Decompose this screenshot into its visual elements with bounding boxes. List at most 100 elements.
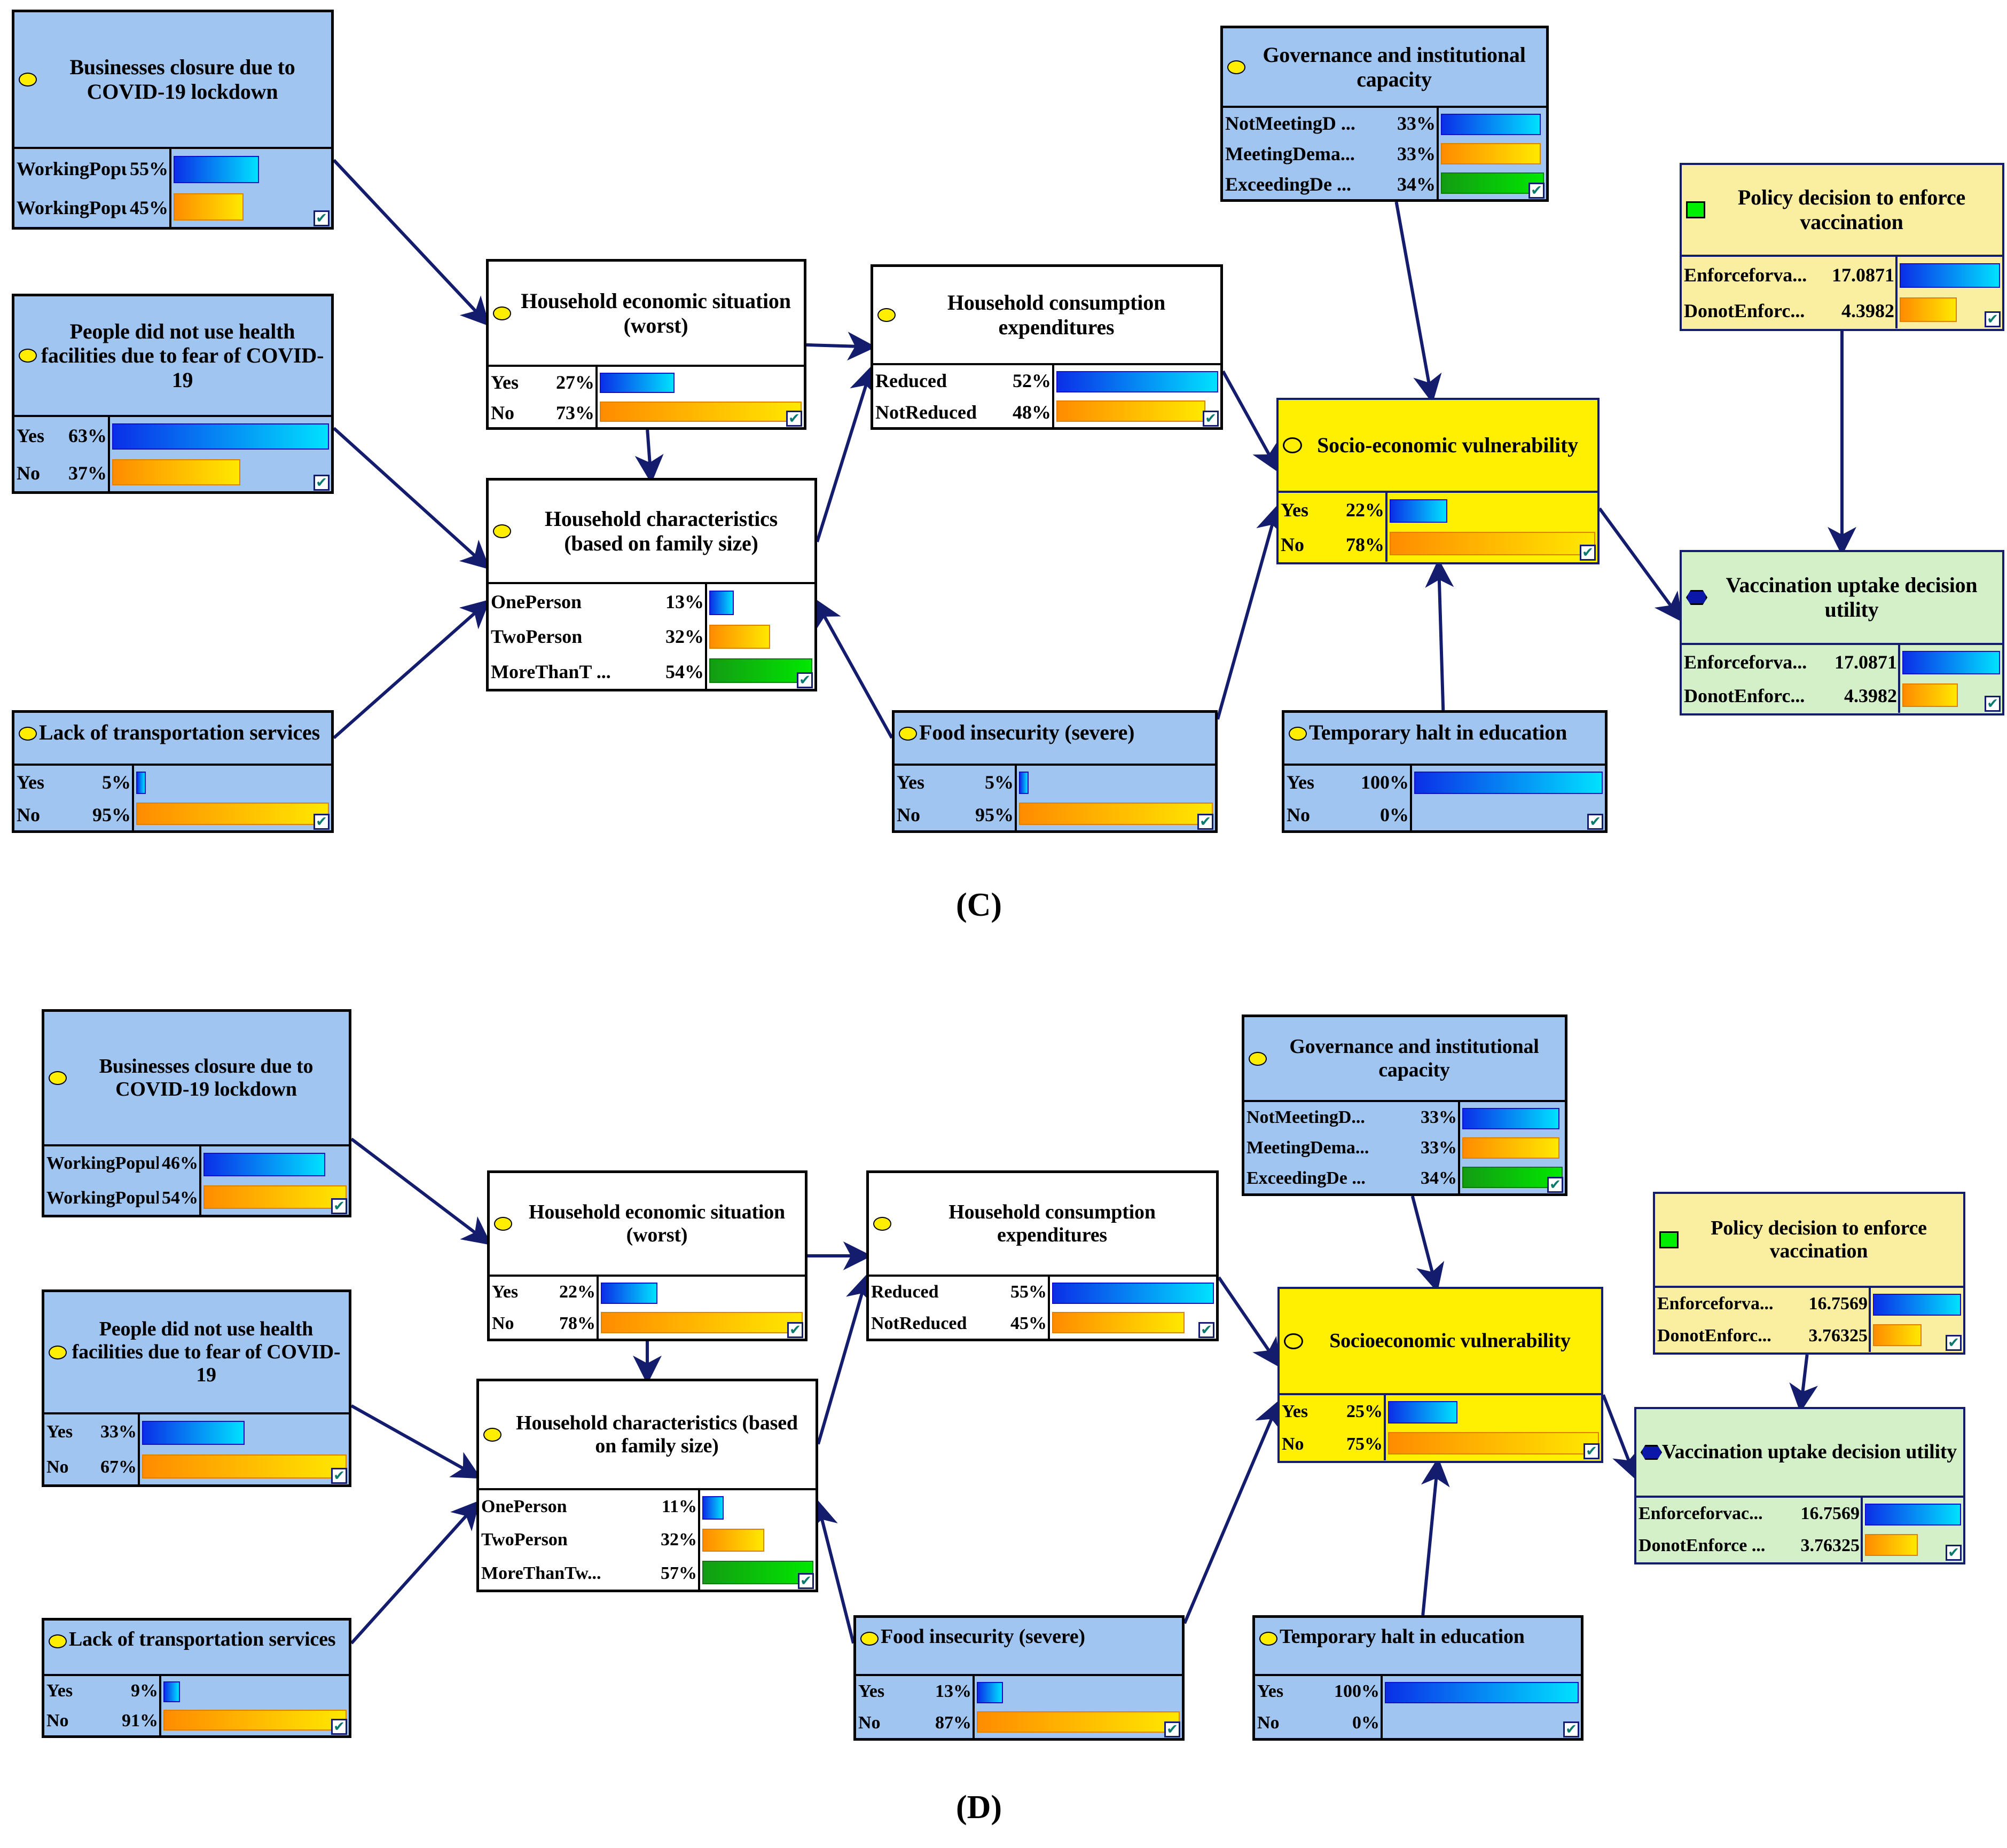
evidence-checkbox[interactable]: ✔ <box>1528 183 1545 199</box>
state-value: 78% <box>559 1313 595 1333</box>
evidence-checkbox[interactable]: ✔ <box>331 1468 347 1484</box>
node-businesses_closure[interactable]: Businesses closure due to COVID-19 lockd… <box>12 10 334 230</box>
state-bar-wrapper <box>977 1708 1180 1737</box>
state-bar-wrapper <box>112 419 329 454</box>
hollow-ellipse-icon <box>1283 437 1302 453</box>
evidence-checkbox[interactable]: ✔ <box>1563 1721 1579 1737</box>
state-name: Yes <box>1287 771 1314 793</box>
evidence-checkbox[interactable]: ✔ <box>313 210 330 226</box>
evidence-checkbox[interactable]: ✔ <box>313 475 330 491</box>
node-household_characteristics[interactable]: Household characteristics (based on fami… <box>486 478 817 691</box>
node-businesses_closure[interactable]: Businesses closure due to COVID-19 lockd… <box>42 1009 351 1217</box>
state-bar-column: ✔ <box>108 417 331 492</box>
probability-bar <box>1388 1432 1599 1454</box>
state-value: 75% <box>1346 1434 1383 1454</box>
probability-bar <box>1873 1293 1961 1316</box>
state-name: No <box>1257 1712 1280 1733</box>
state-name: Yes <box>897 771 924 793</box>
evidence-checkbox[interactable]: ✔ <box>797 672 813 688</box>
probability-bar <box>1902 683 1958 707</box>
state-bar-column: ✔ <box>1015 766 1215 831</box>
state-value: 32% <box>665 626 704 648</box>
evidence-checkbox[interactable]: ✔ <box>787 1322 803 1338</box>
yellow-ellipse-icon <box>483 1428 501 1442</box>
evidence-checkbox[interactable]: ✔ <box>1547 1177 1563 1193</box>
state-bar-wrapper <box>709 586 812 620</box>
node-title: Lack of transportation services <box>39 720 320 744</box>
probability-bar <box>977 1711 1180 1733</box>
evidence-checkbox[interactable]: ✔ <box>798 1573 814 1589</box>
evidence-checkbox[interactable]: ✔ <box>1203 411 1219 427</box>
evidence-checkbox[interactable]: ✔ <box>1587 814 1603 830</box>
state-value: 54% <box>665 661 704 683</box>
state-name: Yes <box>492 1282 519 1302</box>
evidence-checkbox[interactable]: ✔ <box>1946 1335 1962 1351</box>
node-header: Governance and institutional capacity <box>1223 28 1546 106</box>
node-health_facilities_fear[interactable]: People did not use health facilities due… <box>42 1289 351 1487</box>
node-title: Socio-economic vulnerability <box>1317 433 1578 458</box>
state-value: 5% <box>985 771 1014 793</box>
state-name: MoreThanTw... <box>481 1563 601 1583</box>
state-value: 33% <box>1397 112 1436 134</box>
evidence-checkbox[interactable]: ✔ <box>1985 696 2001 712</box>
probability-bar <box>1462 1167 1563 1189</box>
evidence-checkbox[interactable]: ✔ <box>331 1719 347 1735</box>
evidence-checkbox[interactable]: ✔ <box>1985 311 2001 327</box>
state-row: Enforceforva...16.7569 <box>1655 1288 1869 1320</box>
state-bar-wrapper <box>1019 798 1213 829</box>
evidence-checkbox[interactable]: ✔ <box>331 1198 347 1214</box>
state-row: Enforceforvac...16.7569 <box>1636 1498 1861 1530</box>
node-header: Household consumption expenditures <box>873 267 1220 363</box>
state-name: Enforceforva... <box>1684 651 1807 673</box>
evidence-checkbox[interactable]: ✔ <box>1946 1545 1962 1561</box>
evidence-checkbox[interactable]: ✔ <box>1164 1721 1180 1737</box>
state-row: DonotEnforc...4.3982 <box>1682 293 1895 328</box>
evidence-checkbox[interactable]: ✔ <box>786 411 802 427</box>
evidence-checkbox[interactable]: ✔ <box>313 814 330 830</box>
state-bar-column: ✔ <box>973 1676 1182 1739</box>
state-name: WorkingPopul... <box>46 1153 159 1174</box>
node-health_facilities_fear[interactable]: People did not use health facilities due… <box>12 294 334 494</box>
state-bar-wrapper <box>203 1148 347 1181</box>
state-bar-wrapper <box>1019 767 1213 798</box>
evidence-checkbox[interactable]: ✔ <box>1583 1443 1600 1459</box>
state-bar-wrapper <box>709 620 812 654</box>
state-bar-wrapper <box>1902 647 2000 679</box>
state-bar-wrapper <box>702 1556 813 1589</box>
evidence-checkbox[interactable]: ✔ <box>1580 545 1596 561</box>
state-value: 27% <box>556 371 594 393</box>
state-name: MeetingDema... <box>1246 1137 1369 1158</box>
node-household_characteristics[interactable]: Household characteristics (based on fami… <box>476 1379 818 1592</box>
evidence-checkbox[interactable]: ✔ <box>1197 814 1213 830</box>
state-bar-wrapper <box>601 1308 803 1338</box>
state-value: 67% <box>100 1457 137 1477</box>
state-bar-wrapper <box>1441 109 1544 139</box>
probability-bar <box>1900 263 2000 288</box>
node-header: Governance and institutional capacity <box>1244 1017 1565 1100</box>
evidence-checkbox[interactable]: ✔ <box>1198 1322 1214 1338</box>
